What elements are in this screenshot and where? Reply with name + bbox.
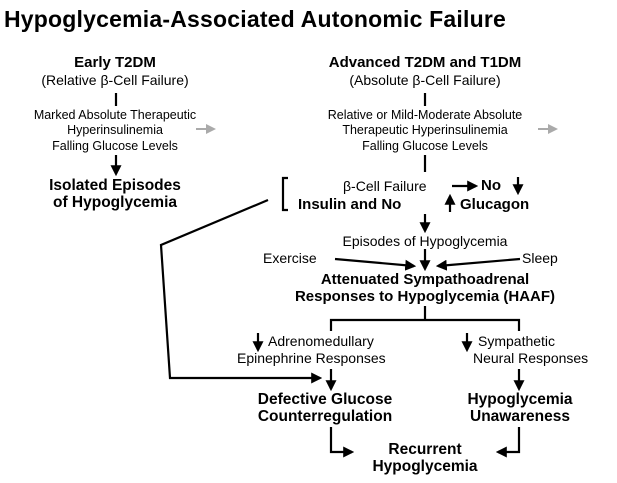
- exercise-label: Exercise: [263, 250, 317, 266]
- right-therapy-line2: Therapeutic Hyperinsulinemia: [342, 123, 508, 137]
- left-therapy-line1: Marked Absolute Therapeutic: [33, 108, 197, 122]
- left-outcome-line2: of Hypoglycemia: [52, 194, 178, 211]
- defective-to-recurrent-arrow: [329, 427, 355, 458]
- diagram-title: Hypoglycemia-Associated Autonomic Failur…: [4, 6, 506, 32]
- recurrent-line2: Hypoglycemia: [372, 458, 478, 475]
- right-falling-glucose: Falling Glucose Levels: [362, 139, 488, 153]
- right-therapy-line1: Relative or Mild-Moderate Absolute: [327, 108, 523, 122]
- beta-bracket: [281, 176, 288, 212]
- episodes-of-hypoglycemia: Episodes of Hypoglycemia: [342, 233, 508, 249]
- adrenomedullary-line2: Epinephrine Responses: [237, 350, 386, 366]
- sympathetic-line2: Neural Responses: [473, 350, 589, 366]
- glucagon-label: Glucagon: [460, 196, 530, 213]
- unawareness-to-recurrent-arrow: [495, 427, 521, 458]
- unawareness-line1: Hypoglycemia: [467, 391, 573, 408]
- defective-line1: Defective Glucose: [257, 391, 393, 408]
- sympathetic-line1: Sympathetic: [478, 333, 556, 349]
- attenuated-line1: Attenuated Sympathoadrenal: [320, 271, 530, 288]
- right-heading: Advanced T2DM and T1DM: [328, 54, 522, 71]
- adrenomedullary-line1: Adrenomedullary: [268, 333, 374, 349]
- beta-cell-failure: β-Cell Failure: [343, 178, 427, 194]
- left-subheading: (Relative β-Cell Failure): [41, 72, 189, 88]
- left-therapy-line2: Hyperinsulinemia: [67, 123, 163, 137]
- exercise-arrow: [334, 257, 417, 271]
- sleep-arrow: [435, 257, 521, 271]
- sleep-label: Sleep: [522, 250, 558, 266]
- haaf-branch: [329, 318, 521, 331]
- left-outcome-line1: Isolated Episodes: [49, 177, 181, 194]
- recurrent-line1: Recurrent: [388, 441, 462, 458]
- left-heading: Early T2DM: [74, 54, 156, 71]
- right-subheading: (Absolute β-Cell Failure): [349, 72, 501, 88]
- bracket-to-defective-arrow: [159, 198, 323, 384]
- insulin-and-no: Insulin and No: [298, 196, 402, 213]
- unawareness-line2: Unawareness: [470, 408, 570, 425]
- defective-line2: Counterregulation: [257, 408, 393, 425]
- left-falling-glucose: Falling Glucose Levels: [52, 139, 178, 153]
- attenuated-line2: Responses to Hypoglycemia (HAAF): [294, 288, 556, 305]
- no-label: No: [481, 177, 501, 194]
